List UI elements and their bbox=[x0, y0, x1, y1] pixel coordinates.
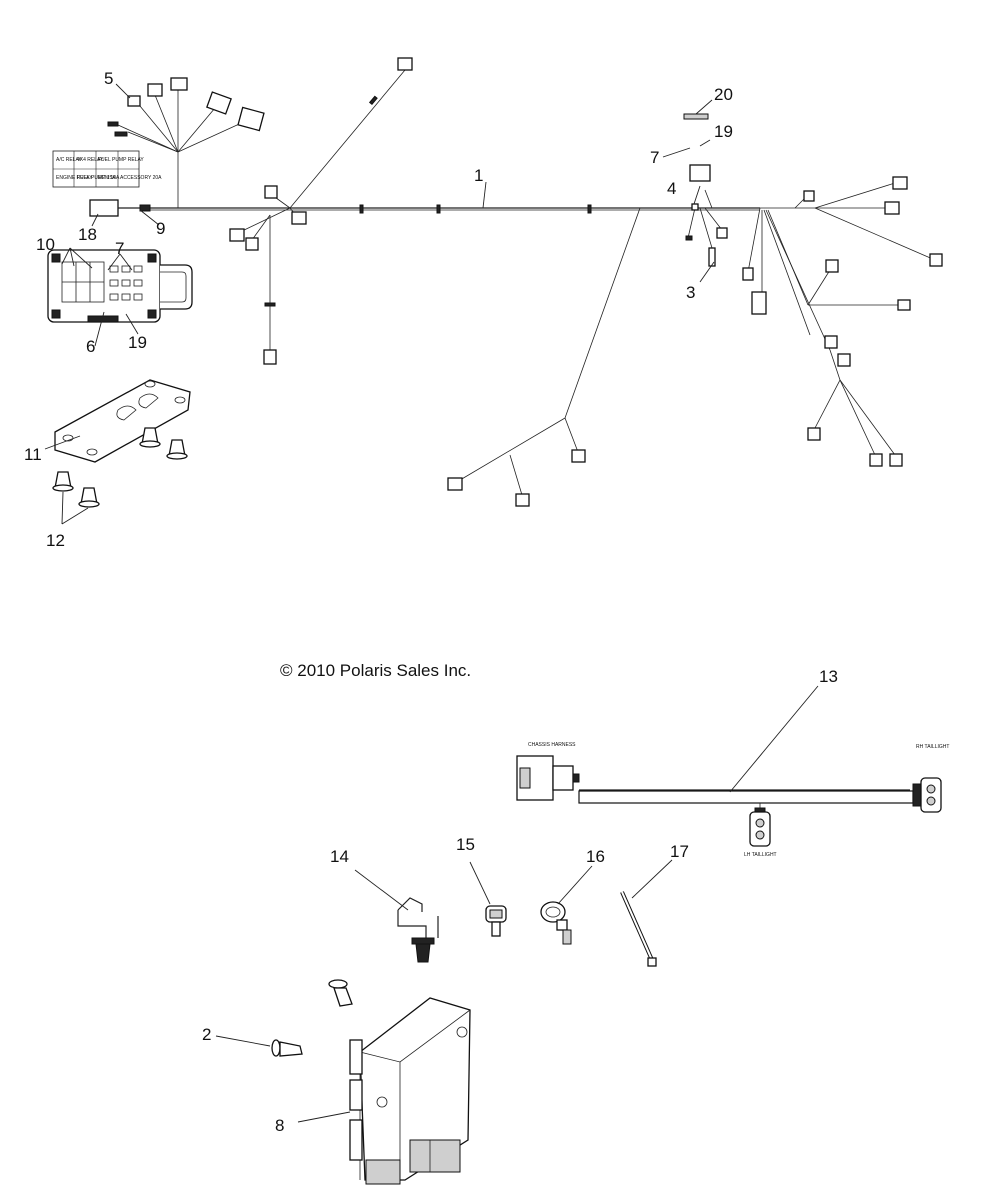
legend-cell: 4X4 RELAY bbox=[77, 157, 104, 163]
callout-2: 2 bbox=[202, 1025, 211, 1044]
callout-17: 17 bbox=[670, 842, 689, 861]
rivet bbox=[78, 487, 100, 508]
connector bbox=[884, 201, 900, 215]
callout-20: 20 bbox=[714, 85, 733, 104]
callout-12: 12 bbox=[46, 531, 65, 550]
fuse-box bbox=[47, 249, 193, 323]
push-clip-14 bbox=[397, 897, 439, 963]
callout-7: 7 bbox=[650, 148, 659, 167]
trunk-clip bbox=[359, 204, 364, 214]
legend-cell: ENGINE RELAY bbox=[56, 175, 93, 181]
callout-7: 7 bbox=[115, 239, 124, 258]
connector bbox=[206, 91, 232, 115]
callout-13: 13 bbox=[819, 667, 838, 686]
lh-taillight-label: LH TAILLIGHT bbox=[744, 852, 777, 858]
connector bbox=[264, 185, 278, 199]
connector bbox=[803, 190, 815, 202]
cable-tie-17 bbox=[620, 891, 657, 967]
connector bbox=[245, 237, 259, 251]
callout-1: 1 bbox=[474, 166, 483, 185]
cable-clamp-15 bbox=[485, 905, 507, 937]
wire-clip bbox=[264, 302, 276, 307]
connector bbox=[237, 106, 265, 132]
leader-lines bbox=[44, 83, 819, 1123]
connector bbox=[147, 83, 163, 97]
connector bbox=[751, 291, 767, 315]
rivet bbox=[52, 471, 74, 492]
connector bbox=[170, 77, 188, 91]
wire-clip bbox=[368, 95, 378, 106]
connector bbox=[889, 453, 903, 467]
callout-9: 9 bbox=[156, 219, 165, 238]
legend-cell: FUEL PUMP 15A bbox=[77, 175, 116, 181]
callout-11: 11 bbox=[24, 445, 42, 464]
connector bbox=[397, 57, 413, 71]
connector bbox=[807, 427, 821, 441]
callout-3: 3 bbox=[686, 283, 695, 302]
main-harness bbox=[107, 57, 943, 507]
part-20-strip bbox=[683, 113, 709, 120]
connector bbox=[825, 259, 839, 273]
connector bbox=[127, 95, 141, 107]
ecm-module bbox=[349, 997, 471, 1185]
connector bbox=[837, 353, 851, 367]
callout-5: 5 bbox=[104, 69, 113, 88]
connector bbox=[869, 453, 883, 467]
connector bbox=[929, 253, 943, 267]
connector bbox=[742, 267, 754, 281]
connector bbox=[114, 131, 128, 137]
taillight-harness bbox=[516, 755, 942, 847]
cable-clamp-16 bbox=[540, 901, 572, 945]
trunk-clip bbox=[587, 204, 592, 214]
callout-18: 18 bbox=[78, 225, 97, 244]
callout-15: 15 bbox=[456, 835, 475, 854]
legend-cell: ECM 10A bbox=[98, 175, 120, 181]
callout-19: 19 bbox=[128, 333, 147, 352]
legend-cell: FUEL PUMP RELAY bbox=[98, 157, 144, 163]
connector bbox=[107, 121, 119, 127]
connector-19 bbox=[689, 164, 711, 182]
connector bbox=[685, 235, 693, 241]
connector bbox=[892, 176, 908, 190]
connector bbox=[447, 477, 463, 491]
rivet bbox=[166, 439, 188, 460]
callout-10: 10 bbox=[36, 235, 55, 254]
copyright-notice: © 2010 Polaris Sales Inc. bbox=[280, 661, 471, 680]
push-rivet bbox=[328, 979, 353, 1007]
callout-19: 19 bbox=[714, 122, 733, 141]
trunk-clip bbox=[436, 204, 441, 214]
connector bbox=[291, 211, 307, 225]
legend-cell: ACCESSORY 20A bbox=[120, 175, 162, 181]
callout-4: 4 bbox=[667, 179, 676, 198]
connector bbox=[571, 449, 586, 463]
callout-6: 6 bbox=[86, 337, 95, 356]
connector bbox=[708, 247, 716, 267]
callout-14: 14 bbox=[330, 847, 349, 866]
legend-cell: A/C RELAY bbox=[56, 157, 82, 163]
connector bbox=[229, 228, 245, 242]
connector bbox=[897, 299, 911, 311]
callout-16: 16 bbox=[586, 847, 605, 866]
mounting-plate bbox=[54, 379, 191, 463]
inline-fuse-holder bbox=[89, 199, 151, 217]
rh-taillight-label: RH TAILLIGHT bbox=[916, 744, 949, 750]
callout-8: 8 bbox=[275, 1116, 284, 1135]
chassis-harness-label: CHASSIS HARNESS bbox=[528, 742, 576, 748]
connector bbox=[515, 493, 530, 507]
push-rivet-2 bbox=[271, 1039, 303, 1057]
clip-4 bbox=[691, 203, 699, 211]
rivet bbox=[139, 427, 161, 448]
connector bbox=[824, 335, 838, 349]
connector bbox=[263, 349, 277, 365]
fuse-legend-label: A/C RELAY 4X4 RELAY FUEL PUMP RELAY ENGI… bbox=[52, 150, 162, 188]
connector bbox=[716, 227, 728, 239]
